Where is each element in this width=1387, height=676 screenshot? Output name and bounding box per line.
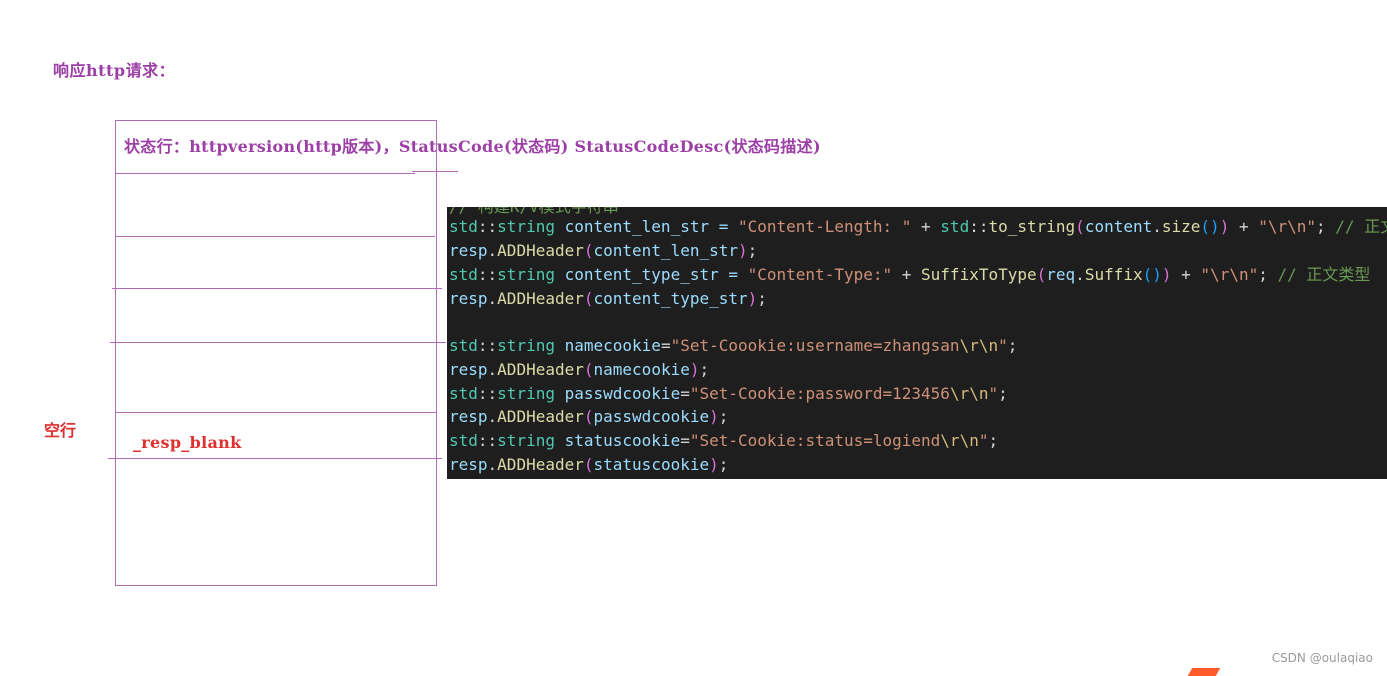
corner-decoration <box>1187 668 1221 676</box>
code-line-5: std::string namecookie="Set-Coookie:user… <box>449 336 1018 355</box>
code-line-1: std::string content_len_str = "Content-L… <box>449 217 1387 236</box>
status-line-divider <box>115 173 415 174</box>
code-line-10: resp.ADDHeader(statuscookie); <box>449 455 729 474</box>
empty-line-label: 空行 <box>44 421 77 440</box>
header-divider-1 <box>115 236 435 237</box>
code-line-4: resp.ADDHeader(content_type_str); <box>449 289 767 308</box>
header-divider-2 <box>112 288 442 289</box>
header-divider-3 <box>110 342 446 343</box>
code-line-8: resp.ADDHeader(passwdcookie); <box>449 407 729 426</box>
code-line-2: resp.ADDHeader(content_len_str); <box>449 241 758 260</box>
csdn-watermark: CSDN @oulaqiao <box>1271 651 1373 665</box>
status-line-text: 状态行：httpversion(http版本)，StatusCode(状态码) … <box>124 137 821 156</box>
blank-line-divider <box>108 458 442 459</box>
code-comment-top: // 构建K/V模式字符串 <box>449 207 619 217</box>
page-title: 响应http请求： <box>53 61 176 80</box>
code-line-6: resp.ADDHeader(namecookie); <box>449 360 710 379</box>
header-divider-4 <box>115 412 437 413</box>
response-structure-box <box>115 120 437 586</box>
resp-blank-label: _resp_blank <box>133 433 242 452</box>
status-line-divider-tail <box>412 171 458 172</box>
code-line-9: std::string statuscookie="Set-Cookie:sta… <box>449 431 999 450</box>
code-line-3: std::string content_type_str = "Content-… <box>449 265 1371 284</box>
code-line-7: std::string passwdcookie="Set-Cookie:pas… <box>449 384 1008 403</box>
code-screenshot: // 构建K/V模式字符串 std::string content_len_st… <box>447 207 1387 479</box>
